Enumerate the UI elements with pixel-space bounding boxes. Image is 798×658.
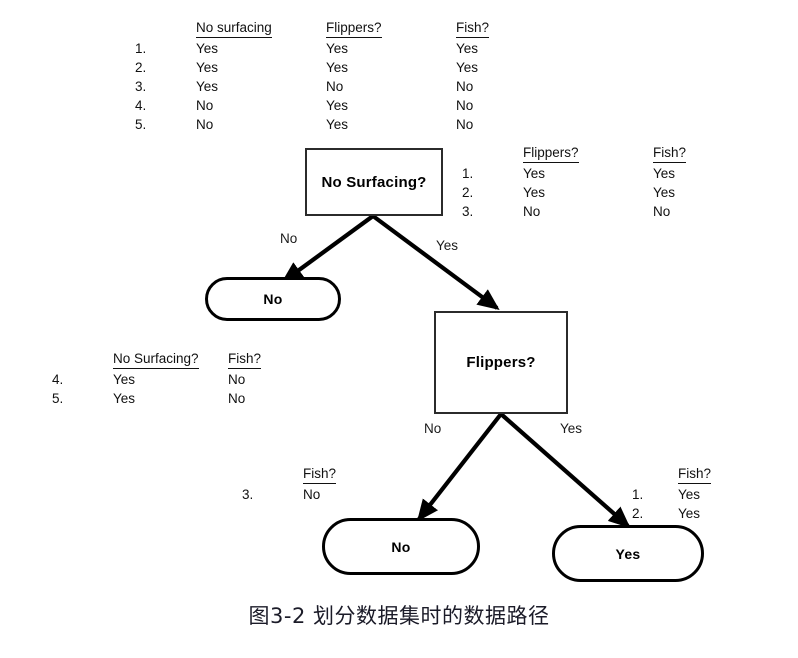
row-cell: No xyxy=(196,117,214,132)
column-header: Flippers? xyxy=(523,143,653,164)
row-cell: Yes xyxy=(456,41,479,56)
table-header-row: Flippers? Fish? xyxy=(462,143,783,164)
row-cell: Yes xyxy=(456,60,479,75)
node-label: No xyxy=(391,538,411,555)
row-cell: No xyxy=(228,372,246,387)
edge-root-to-flippers xyxy=(371,214,500,310)
row-cell: Yes xyxy=(523,185,546,200)
leaf-node-yes[interactable]: Yes xyxy=(552,525,704,582)
edge-label-flippers-yes: Yes xyxy=(560,421,583,436)
row-cell: Yes xyxy=(653,166,676,181)
table-row: 2. Yes xyxy=(632,504,711,523)
node-label: Yes xyxy=(615,545,641,562)
table-row: 5. No Yes No xyxy=(135,115,586,134)
row-cell: No xyxy=(228,391,246,406)
leaf-node-no-lower[interactable]: No xyxy=(322,518,480,575)
table-row: 3. Yes No No xyxy=(135,77,586,96)
row-cell: No xyxy=(326,79,344,94)
table-row: 2. Yes Yes Yes xyxy=(135,58,586,77)
row-cell: Yes xyxy=(326,117,349,132)
row-index: 1. xyxy=(632,487,644,502)
column-header: Fish? xyxy=(678,464,712,485)
row-index: 4. xyxy=(52,372,64,387)
table-row: 5. Yes No xyxy=(52,389,343,408)
table-row: 1. Yes xyxy=(632,485,711,504)
row-cell: Yes xyxy=(113,372,136,387)
row-cell: No xyxy=(456,79,474,94)
table-yes-branch-dataset: Flippers? Fish? 1. Yes Yes 2. Yes Yes 3.… xyxy=(462,143,783,221)
node-label: Flippers? xyxy=(466,354,536,371)
row-cell: No xyxy=(653,204,671,219)
row-cell: Yes xyxy=(678,506,701,521)
leaf-node-no-upper[interactable]: No xyxy=(205,277,341,321)
row-index: 5. xyxy=(52,391,64,406)
table-row: 4. Yes No xyxy=(52,370,343,389)
decision-node-flippers[interactable]: Flippers? xyxy=(434,311,568,414)
table-header-row: No Surfacing? Fish? xyxy=(52,349,343,370)
table-row: 1. Yes Yes xyxy=(462,164,783,183)
edge-flippers-to-yes xyxy=(499,412,631,529)
edge-label-flippers-no: No xyxy=(424,421,442,436)
edge-label-root-no: No xyxy=(280,231,298,246)
row-cell: Yes xyxy=(326,60,349,75)
column-header: No surfacing xyxy=(196,18,326,39)
table-row: 2. Yes Yes xyxy=(462,183,783,202)
row-index: 2. xyxy=(632,506,644,521)
edge-flippers-to-no xyxy=(416,412,503,522)
figure-caption: 图3-2 划分数据集时的数据路径 xyxy=(248,604,550,628)
row-cell: No xyxy=(196,98,214,113)
row-index: 2. xyxy=(462,185,474,200)
table-row: 4. No Yes No xyxy=(135,96,586,115)
row-index: 3. xyxy=(462,204,474,219)
node-label: No xyxy=(263,291,283,307)
row-cell: No xyxy=(303,487,321,502)
row-cell: Yes xyxy=(326,41,349,56)
row-index: 3. xyxy=(135,79,147,94)
row-cell: No xyxy=(456,98,474,113)
table-root-dataset: No surfacing Flippers? Fish? 1. Yes Yes … xyxy=(135,18,586,134)
row-index: 3. xyxy=(242,487,254,502)
table-row: 3. No xyxy=(242,485,336,504)
node-label: No Surfacing? xyxy=(321,173,427,191)
row-index: 5. xyxy=(135,117,147,132)
table-flippers-no-dataset: Fish? 3. No xyxy=(242,464,337,504)
row-index: 2. xyxy=(135,60,147,75)
row-cell: Yes xyxy=(196,79,219,94)
row-cell: Yes xyxy=(196,60,219,75)
row-index: 1. xyxy=(135,41,147,56)
table-flippers-yes-dataset: Fish? 1. Yes 2. Yes xyxy=(632,464,712,523)
table-row: 1. Yes Yes Yes xyxy=(135,39,586,58)
table-row: 3. No No xyxy=(462,202,783,221)
row-cell: Yes xyxy=(113,391,136,406)
edge-label-root-yes: Yes xyxy=(436,238,459,253)
row-cell: Yes xyxy=(678,487,701,502)
row-index: 1. xyxy=(462,166,474,181)
row-cell: Yes xyxy=(196,41,219,56)
row-cell: Yes xyxy=(326,98,349,113)
decision-node-no-surfacing[interactable]: No Surfacing? xyxy=(305,148,443,216)
column-header: Fish? xyxy=(653,143,783,164)
table-header-row: Fish? xyxy=(632,464,712,485)
column-header: Fish? xyxy=(456,18,586,39)
row-cell: No xyxy=(523,204,541,219)
table-header-row: No surfacing Flippers? Fish? xyxy=(135,18,586,39)
column-header: Flippers? xyxy=(326,18,456,39)
row-cell: Yes xyxy=(523,166,546,181)
row-cell: Yes xyxy=(653,185,676,200)
table-header-row: Fish? xyxy=(242,464,337,485)
table-no-branch-dataset: No Surfacing? Fish? 4. Yes No 5. Yes No xyxy=(52,349,343,408)
row-index: 4. xyxy=(135,98,147,113)
column-header: Fish? xyxy=(303,464,337,485)
column-header: Fish? xyxy=(228,349,343,370)
row-cell: No xyxy=(456,117,474,132)
edge-root-to-no xyxy=(281,214,375,283)
column-header: No Surfacing? xyxy=(113,349,228,370)
